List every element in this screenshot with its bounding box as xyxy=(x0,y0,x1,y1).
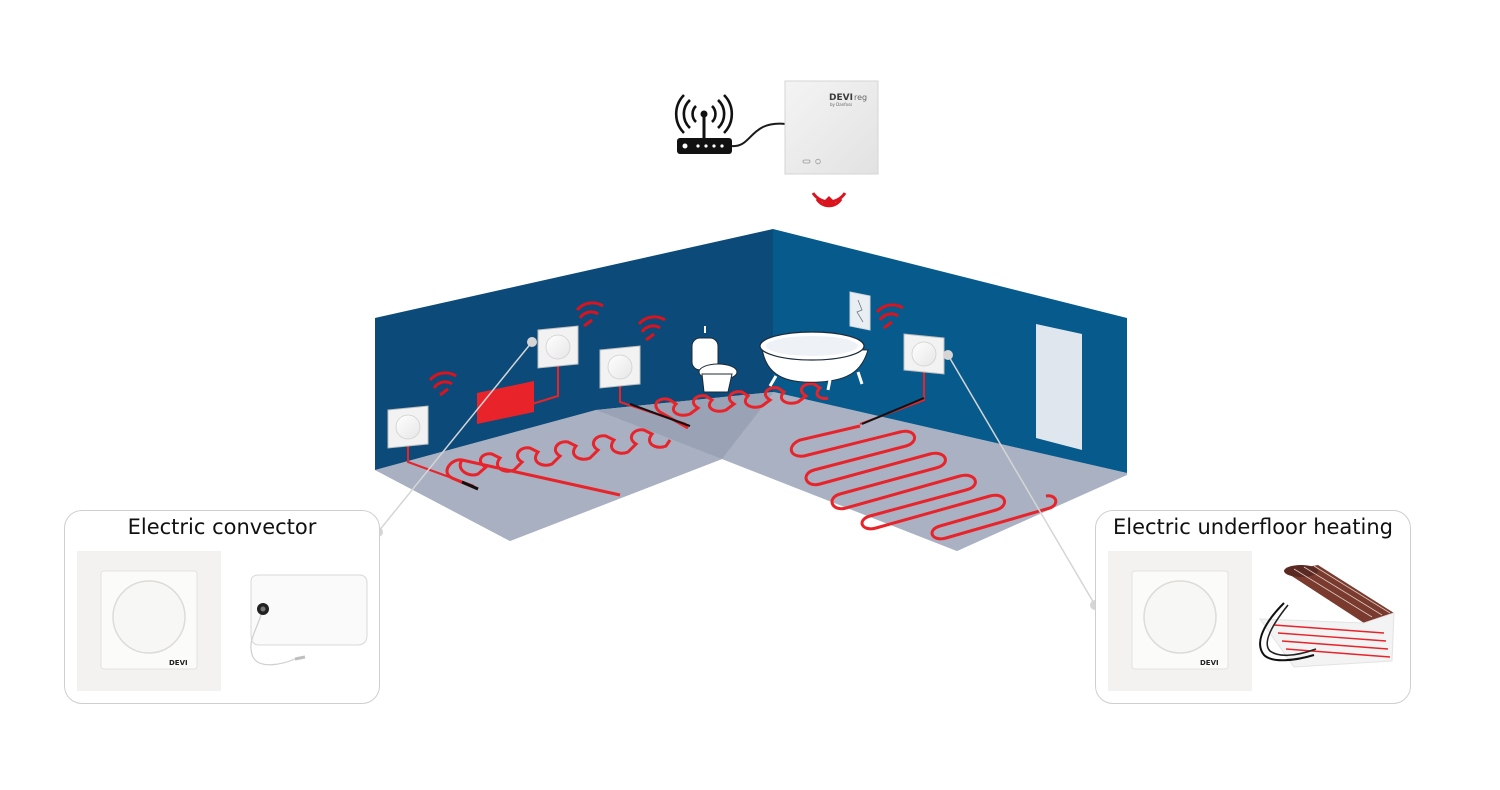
wifi-signal-icon xyxy=(875,303,904,330)
toilet-icon xyxy=(691,326,738,393)
wifi-signal-icon xyxy=(575,301,604,328)
gateway-device: DEVI reg by Danfoss xyxy=(784,80,879,175)
heating-cable-middle xyxy=(654,382,829,430)
cable-sensor-2 xyxy=(629,403,691,427)
convector-heater-photo xyxy=(250,574,368,666)
bathtub-icon xyxy=(759,331,869,391)
wifi-signal-icon xyxy=(637,315,666,342)
cable-sensor-3 xyxy=(861,397,925,425)
mirror-icon xyxy=(849,291,871,331)
thermostat-photo: DEVI xyxy=(77,551,221,691)
router-cable xyxy=(731,122,787,148)
gateway-brand: DEVI xyxy=(829,93,853,103)
thermostat-icon xyxy=(599,345,641,389)
cable-sensor-1 xyxy=(461,480,479,491)
connector-left xyxy=(377,341,533,533)
door-icon xyxy=(1036,324,1082,450)
convector-wire xyxy=(531,365,559,405)
wifi-signal-icon xyxy=(811,192,847,208)
connector-right xyxy=(947,354,1096,606)
thermostat-wire-1 xyxy=(407,446,475,487)
panel-title: Electric underfloor heating xyxy=(1112,515,1394,539)
heating-mat-icon xyxy=(1259,565,1395,668)
panel-title: Electric convector xyxy=(127,515,317,539)
thermostat-photo: DEVI xyxy=(1108,551,1252,691)
heating-cable-right xyxy=(789,424,1058,541)
gateway-brand-suffix: reg xyxy=(854,93,867,102)
gateway-sub-label: by Danfoss xyxy=(830,102,852,107)
router-icon xyxy=(674,94,734,154)
wifi-signal-icon xyxy=(428,371,457,397)
thermostat-icon xyxy=(387,405,429,449)
connector-dot xyxy=(943,350,953,360)
thermostat-brand: DEVI xyxy=(1200,659,1219,667)
thermostat-icon xyxy=(903,333,945,375)
panel-electric-underfloor-heating: Electric underfloor heating DEVI xyxy=(1095,510,1411,704)
panel-electric-convector: Electric convector DEVI xyxy=(64,510,380,704)
connector-dot xyxy=(527,337,537,347)
thermostat-icon xyxy=(537,325,579,369)
thermostat-brand: DEVI xyxy=(169,659,188,667)
